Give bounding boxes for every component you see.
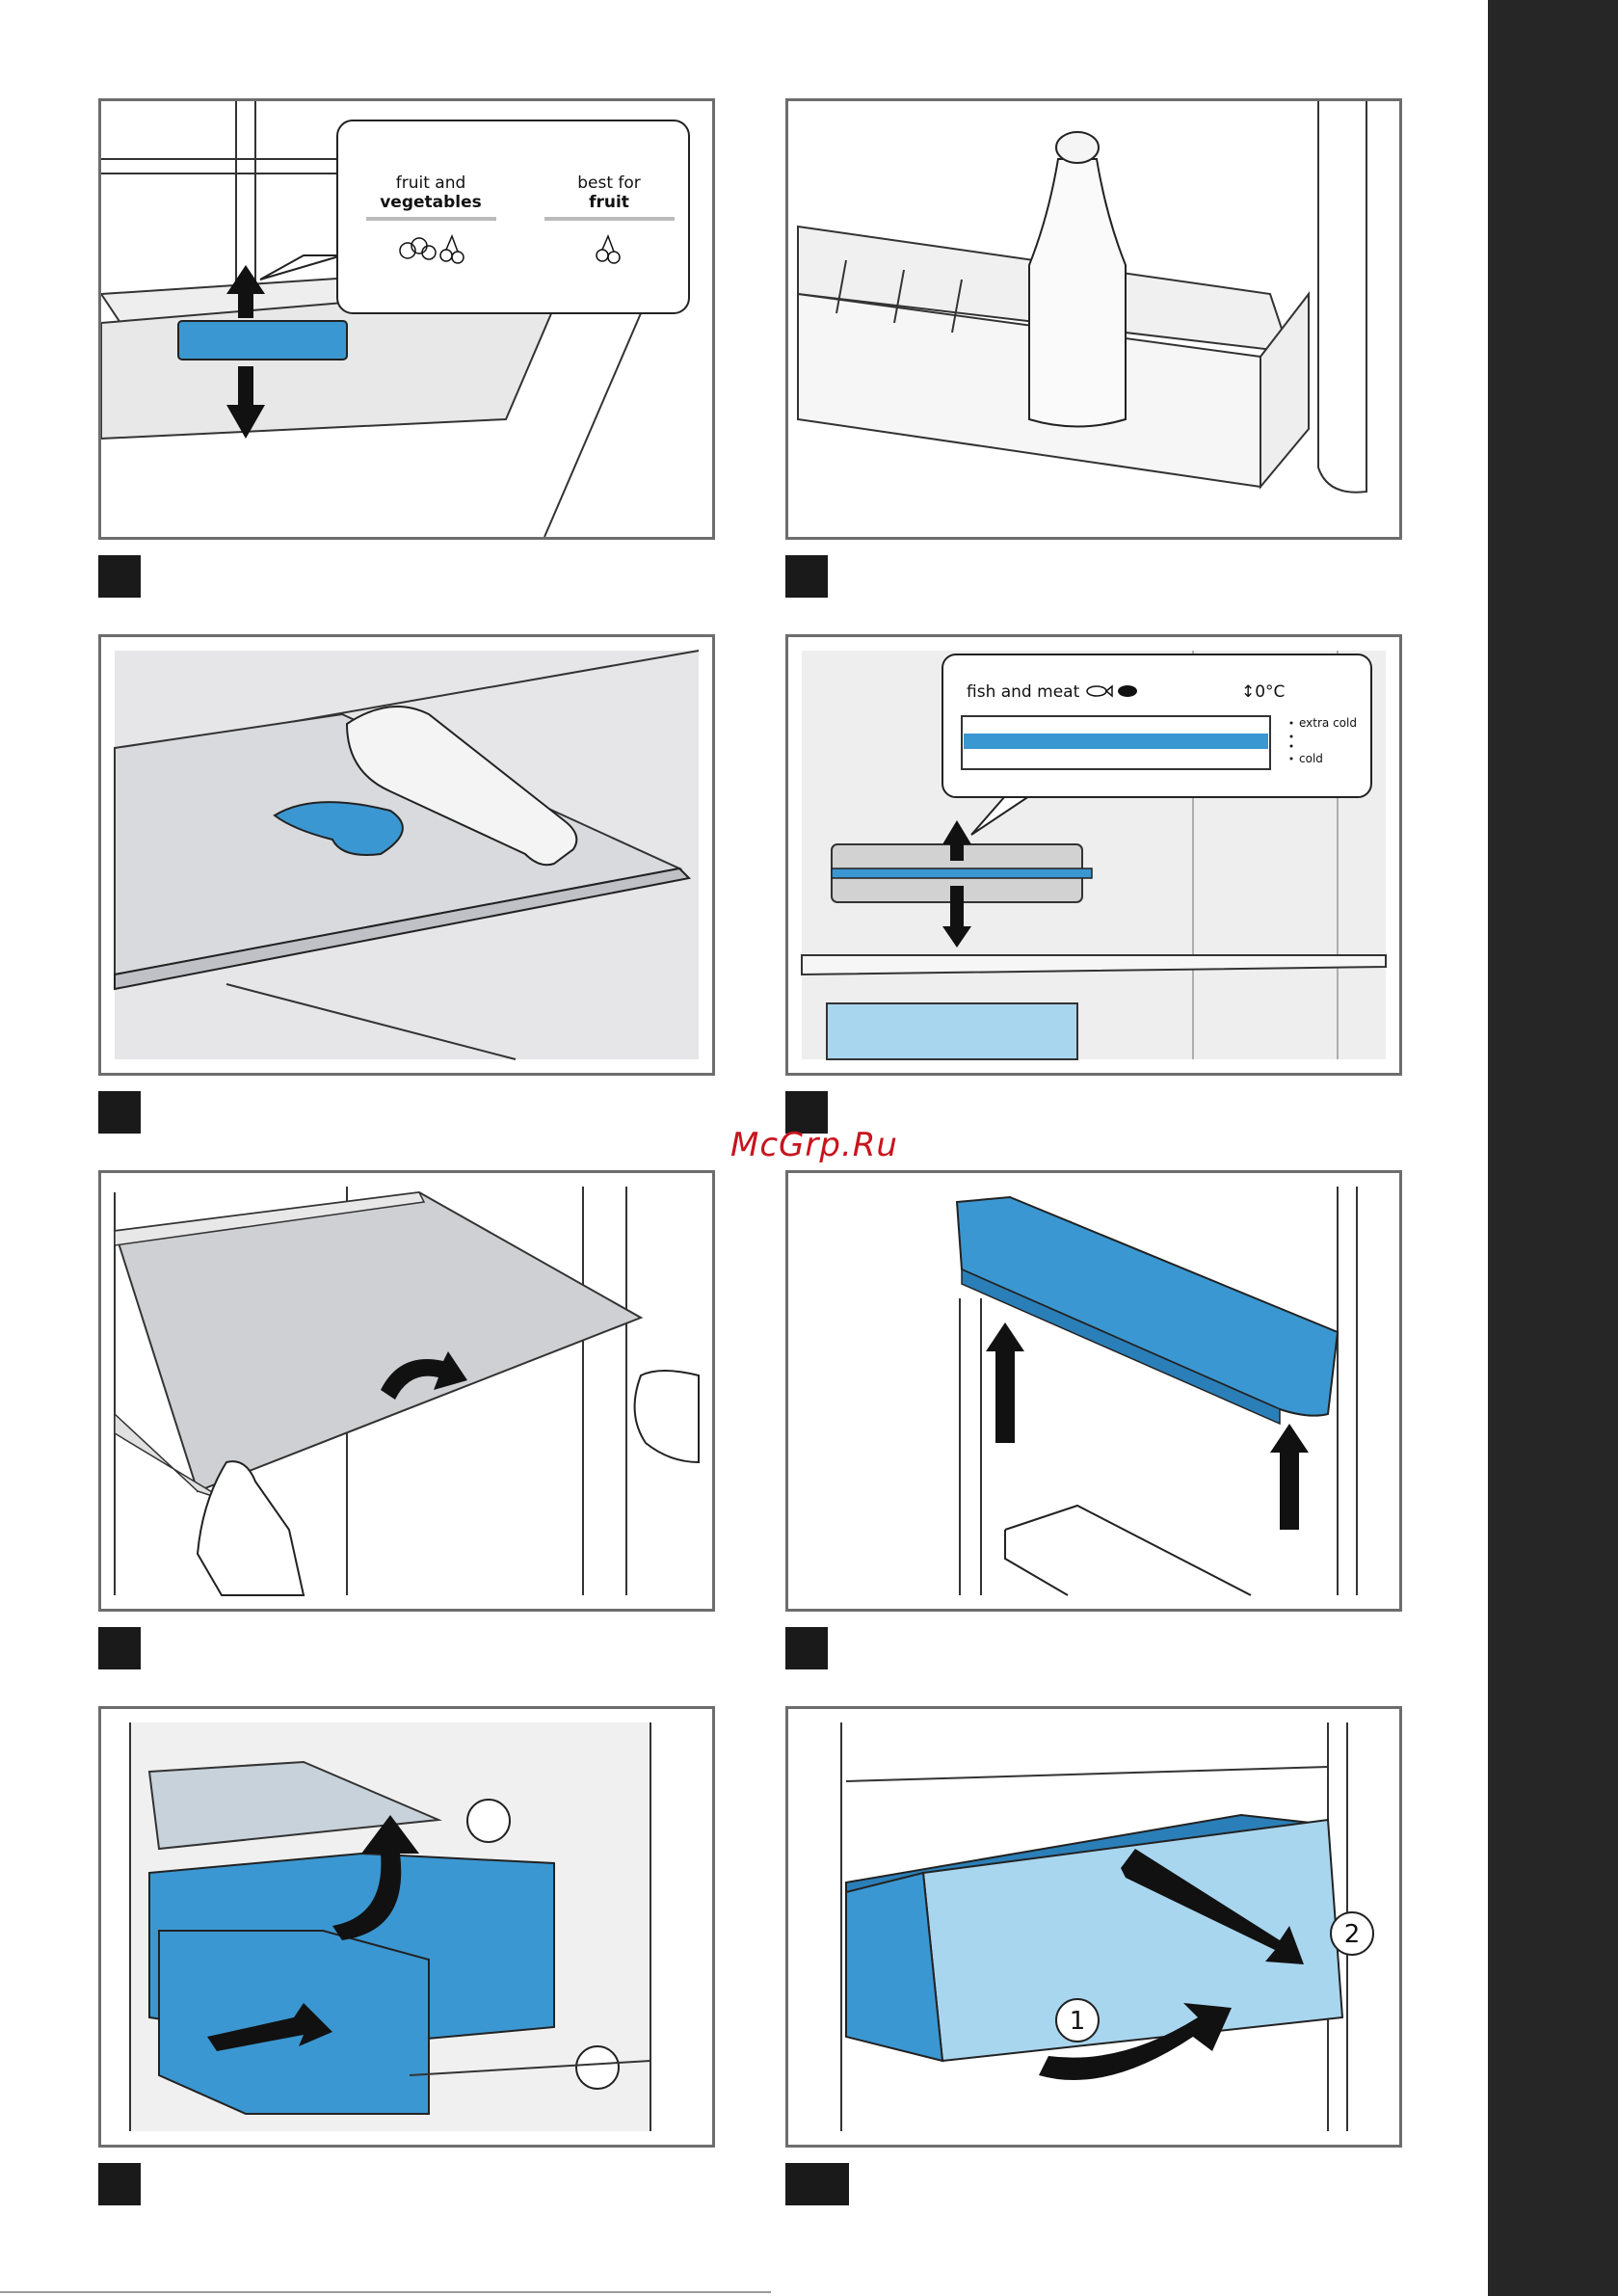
step-marker	[576, 2046, 619, 2089]
humidity-slider-illustration: fruit and vegetables best for fruit	[101, 101, 712, 537]
humidity-slider-control	[178, 321, 347, 360]
step-label-box	[785, 555, 828, 598]
door-bottle-illustration	[788, 101, 1399, 537]
step-label-box	[98, 2163, 141, 2205]
fish-meat-illustration: fish and meat ↕0°C extra cold cold	[788, 637, 1399, 1073]
footer-rule	[0, 2291, 771, 2293]
panel-glass-shelf	[98, 1170, 715, 1612]
panel-fish-meat-slider: fish and meat ↕0°C extra cold cold	[785, 634, 1402, 1076]
step-label-box	[98, 555, 141, 598]
meat-icon	[1118, 685, 1137, 697]
step-label-box	[785, 1627, 828, 1669]
front-drawer-illustration: 1 2	[788, 1709, 1399, 2145]
callout-fruit-veg-label: fruit and	[396, 174, 466, 193]
page-side-band	[1488, 0, 1618, 2296]
step-marker	[467, 1800, 510, 1842]
panel-crisper-drawer	[98, 1706, 715, 2148]
callout-best-for-label: best for	[577, 174, 641, 193]
panel-humidity-slider: fruit and vegetables best for fruit	[98, 98, 715, 540]
step-label-box	[785, 2163, 849, 2205]
bottle-holder-illustration	[101, 637, 712, 1073]
callout-fruit-veg-bold: vegetables	[380, 193, 482, 212]
panel-door-bottle	[785, 98, 1402, 540]
callout-fruit-bold: fruit	[589, 193, 629, 212]
fish-meat-title: fish and meat	[967, 682, 1080, 702]
crisper-drawer-illustration	[101, 1709, 712, 2145]
watermark: McGrp.Ru	[718, 1126, 911, 1164]
panel-bottle-holder	[98, 634, 715, 1076]
temperature-label: ↕0°C	[1241, 682, 1285, 702]
step-label-box	[98, 1091, 141, 1134]
step-marker-1-label: 1	[1070, 2007, 1086, 2036]
extra-cold-label: extra cold	[1299, 716, 1357, 730]
panel-front-drawer: 1 2	[785, 1706, 1402, 2148]
step-label-box	[98, 1627, 141, 1669]
panel-door-shelf	[785, 1170, 1402, 1612]
door-shelf-illustration	[788, 1173, 1399, 1609]
glass-shelf-illustration	[101, 1173, 712, 1609]
step-marker-2-label: 2	[1344, 1920, 1361, 1949]
cold-label: cold	[1299, 752, 1323, 765]
